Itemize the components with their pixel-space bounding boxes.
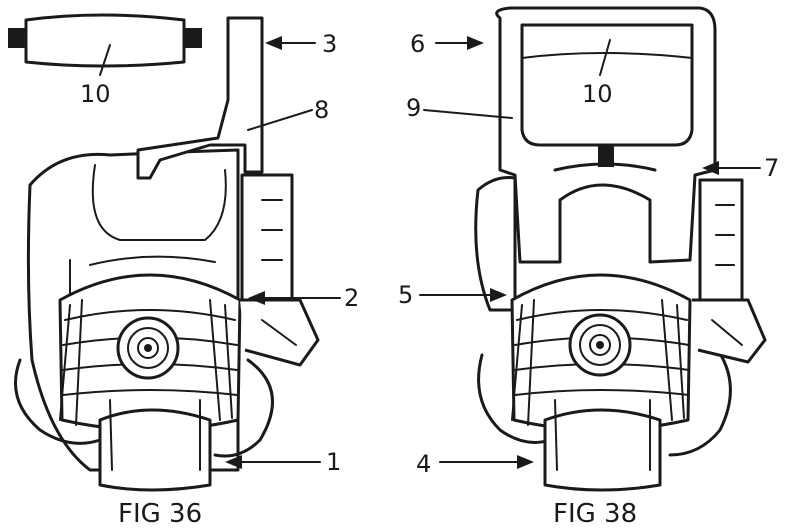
callout-3: 3 bbox=[322, 30, 337, 58]
callout-6: 6 bbox=[410, 30, 425, 58]
callout-7: 7 bbox=[764, 154, 779, 182]
fuel-tank-base bbox=[477, 338, 732, 492]
figure-caption-38: FIG 38 bbox=[553, 499, 637, 528]
callout-10: 10 bbox=[582, 80, 613, 108]
callout-2: 2 bbox=[344, 284, 359, 312]
fuel-tank-base bbox=[14, 358, 274, 492]
callout-leaders-fig38 bbox=[419, 36, 761, 469]
figure-38: 6 10 9 7 5 4 FIG 38 bbox=[398, 6, 779, 528]
side-frame bbox=[692, 178, 767, 364]
engine-body bbox=[474, 176, 517, 312]
starter-housing bbox=[510, 273, 692, 432]
back-plate bbox=[136, 16, 264, 180]
callout-4: 4 bbox=[416, 450, 431, 478]
callout-9: 9 bbox=[406, 94, 421, 122]
figure-caption-36: FIG 36 bbox=[118, 499, 202, 528]
side-frame bbox=[240, 173, 320, 367]
callout-5: 5 bbox=[398, 281, 413, 309]
callout-8: 8 bbox=[314, 96, 329, 124]
callout-leaders-fig36 bbox=[99, 36, 341, 469]
inner-cover-part bbox=[520, 23, 694, 172]
figure-36: 10 3 8 2 1 FIG 36 bbox=[8, 13, 359, 528]
starter-housing bbox=[58, 273, 242, 432]
callout-1: 1 bbox=[326, 448, 341, 476]
callout-10: 10 bbox=[80, 80, 111, 108]
detached-cover-part bbox=[8, 13, 202, 68]
